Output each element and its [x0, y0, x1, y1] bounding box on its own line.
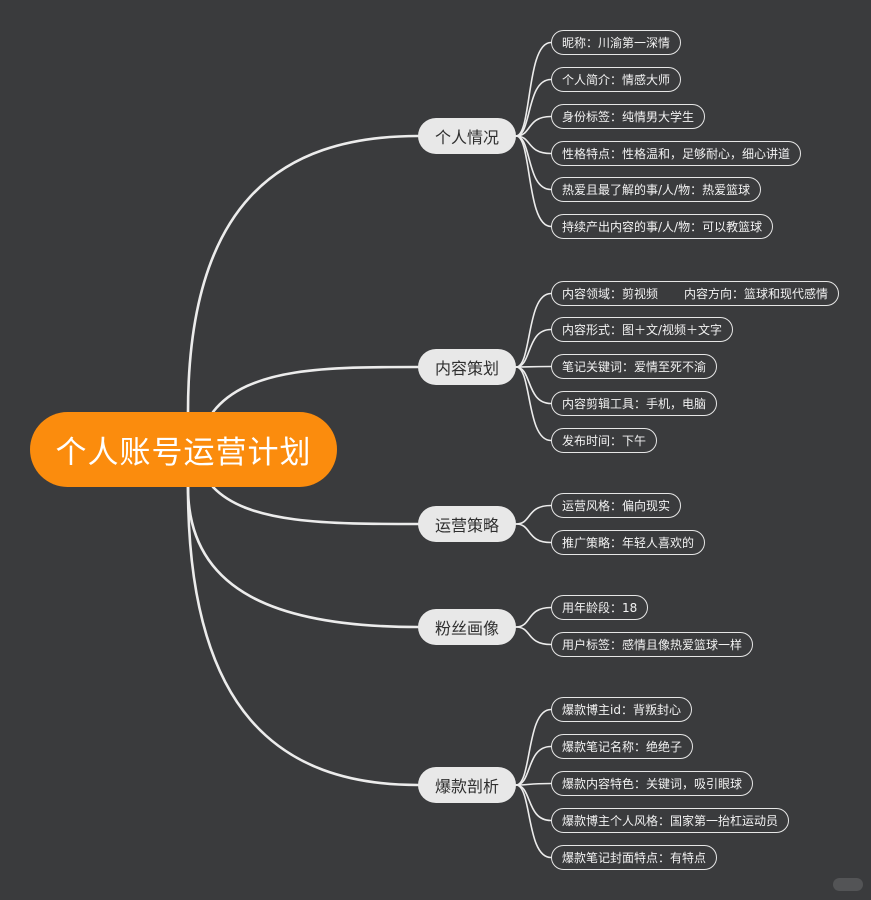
- branch-node-viral-analysis[interactable]: 爆款剖析: [418, 767, 516, 803]
- root-to-branch-connector: [186, 134, 420, 414]
- leaf-label: 昵称：川渝第一深情: [562, 36, 671, 50]
- leaf-label: 内容形式：图＋文/视频＋文字: [562, 323, 723, 337]
- leaf-label: 爆款博主个人风格：国家第一抬杠运动员: [562, 814, 779, 828]
- leaf-node[interactable]: 运营风格：偏向现实: [551, 493, 682, 518]
- branch-to-leaf-connector: [515, 328, 552, 368]
- branch-node-personal-info[interactable]: 个人情况: [418, 118, 516, 154]
- leaf-node[interactable]: 性格特点：性格温和，足够耐心，细心讲道: [551, 141, 802, 166]
- leaf-node[interactable]: 内容领域：剪视频 内容方向：篮球和现代感情: [551, 281, 840, 306]
- leaf-node[interactable]: 用户标签：感情且像热爱篮球一样: [551, 632, 754, 657]
- leaf-node[interactable]: 推广策略：年轻人喜欢的: [551, 530, 706, 555]
- branch-to-leaf-connector: [515, 365, 552, 368]
- leaf-node[interactable]: 内容剪辑工具：手机，电脑: [551, 391, 718, 416]
- leaf-label: 用年龄段：18: [562, 601, 638, 615]
- branch-to-leaf-connector: [515, 135, 552, 228]
- root-to-branch-connector: [211, 485, 420, 526]
- branch-node-content-planning[interactable]: 内容策划: [418, 349, 516, 385]
- root-to-branch-connector: [186, 485, 420, 787]
- branch-to-leaf-connector: [515, 292, 552, 368]
- leaf-node[interactable]: 内容形式：图＋文/视频＋文字: [551, 317, 734, 342]
- leaf-node[interactable]: 持续产出内容的事/人/物：可以教篮球: [551, 214, 774, 239]
- leaf-node[interactable]: 个人简介：情感大师: [551, 67, 682, 92]
- watermark-badge: [833, 878, 863, 891]
- branch-to-leaf-connector: [515, 366, 552, 405]
- branch-to-leaf-connector: [515, 366, 552, 442]
- branch-to-leaf-connector: [515, 504, 552, 525]
- branch-to-leaf-connector: [515, 115, 552, 137]
- branch-to-leaf-connector: [515, 784, 552, 822]
- branch-to-leaf-connector: [515, 708, 552, 786]
- branch-to-leaf-connector: [515, 41, 552, 137]
- leaf-label: 运营风格：偏向现实: [562, 499, 671, 513]
- leaf-label: 爆款笔记封面特点：有特点: [562, 851, 707, 865]
- branch-to-leaf-connector: [515, 135, 552, 191]
- leaf-label: 内容领域：剪视频: [562, 287, 659, 301]
- leaf-node[interactable]: 笔记关键词：爱情至死不渝: [551, 354, 718, 379]
- leaf-label-secondary: 内容方向：篮球和现代感情: [684, 287, 829, 301]
- leaf-label: 性格特点：性格温和，足够耐心，细心讲道: [562, 147, 791, 161]
- leaf-label: 推广策略：年轻人喜欢的: [562, 536, 695, 550]
- leaf-node[interactable]: 热爱且最了解的事/人/物：热爱篮球: [551, 177, 762, 202]
- leaf-label: 个人简介：情感大师: [562, 73, 671, 87]
- leaf-node[interactable]: 昵称：川渝第一深情: [551, 30, 682, 55]
- leaf-node[interactable]: 爆款笔记名称：绝绝子: [551, 734, 694, 759]
- leaf-node[interactable]: 爆款内容特色：关键词，吸引眼球: [551, 771, 754, 796]
- leaf-node[interactable]: 身份标签：纯情男大学生: [551, 104, 706, 129]
- branch-to-leaf-connector: [515, 745, 552, 786]
- leaf-label: 发布时间：下午: [562, 434, 647, 448]
- leaf-label: 内容剪辑工具：手机，电脑: [562, 397, 707, 411]
- branch-node-fan-profile[interactable]: 粉丝画像: [418, 609, 516, 645]
- root-node[interactable]: 个人账号运营计划: [30, 412, 337, 487]
- leaf-label: 爆款内容特色：关键词，吸引眼球: [562, 777, 743, 791]
- leaf-node[interactable]: 爆款笔记封面特点：有特点: [551, 845, 718, 870]
- leaf-label: 爆款博主id：背叛封心: [562, 703, 681, 717]
- leaf-label: 爆款笔记名称：绝绝子: [562, 740, 683, 754]
- leaf-node[interactable]: 用年龄段：18: [551, 595, 649, 620]
- leaf-label: 身份标签：纯情男大学生: [562, 110, 695, 124]
- branch-to-leaf-connector: [515, 784, 552, 859]
- leaf-node[interactable]: 爆款博主个人风格：国家第一抬杠运动员: [551, 808, 790, 833]
- leaf-node[interactable]: 爆款博主id：背叛封心: [551, 697, 692, 722]
- leaf-label: 笔记关键词：爱情至死不渝: [562, 360, 707, 374]
- leaf-label: 用户标签：感情且像热爱篮球一样: [562, 638, 743, 652]
- branch-to-leaf-connector: [515, 523, 552, 544]
- branch-to-leaf-connector: [515, 78, 552, 137]
- root-to-branch-connector: [186, 485, 420, 629]
- root-to-branch-connector: [211, 365, 420, 414]
- branch-to-leaf-connector: [515, 626, 552, 646]
- leaf-node[interactable]: 发布时间：下午: [551, 428, 658, 453]
- branch-node-operation-strategy[interactable]: 运营策略: [418, 506, 516, 542]
- leaf-label: 热爱且最了解的事/人/物：热爱篮球: [562, 183, 751, 197]
- leaf-label: 持续产出内容的事/人/物：可以教篮球: [562, 220, 763, 234]
- branch-to-leaf-connector: [515, 606, 552, 628]
